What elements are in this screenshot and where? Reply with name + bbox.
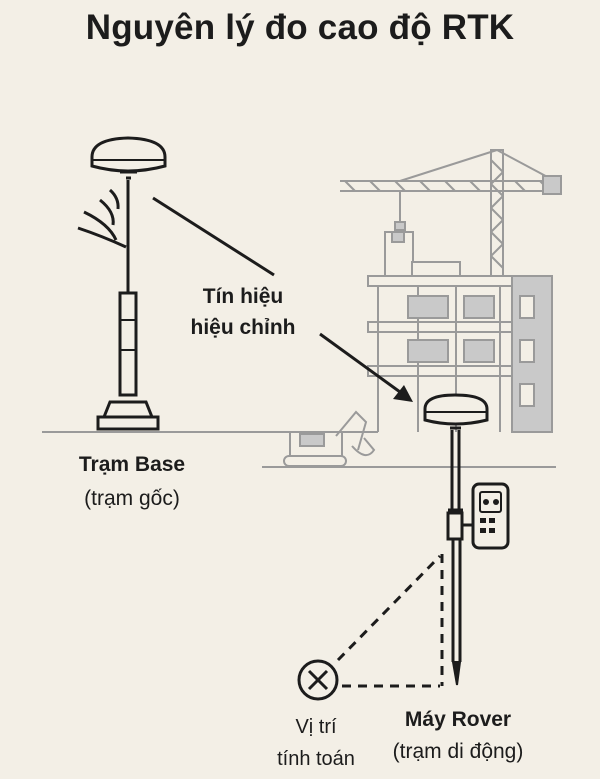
signal-arrowhead [393,385,413,402]
base-antenna-dome [90,136,167,173]
calc-line2: tính toán [277,748,355,770]
excavator-icon [283,410,376,467]
base-stand [101,400,155,419]
rover-name: Máy Rover [404,708,512,731]
signal-label-line1: Tín hiệu [202,285,284,308]
rover-label: Máy Rover (trạm di động) [368,707,548,765]
signal-line-upper [152,196,275,277]
rover-unit [423,393,510,686]
base-station [77,136,167,431]
controller-icon [471,482,510,550]
signal-label-line2: hiệu chỉnh [190,316,296,339]
calc-position-label: Vị trí tính toán [256,714,376,772]
calc-line1: Vị trí [295,716,337,738]
construction-site [283,149,562,467]
calculated-position-marker-icon [297,659,339,701]
signal-waves-icon [77,188,127,249]
rover-antenna-dome [423,393,489,426]
base-name: Trạm Base [78,453,186,476]
rover-pole-tip [451,661,462,686]
dashed-hypotenuse [336,554,442,662]
rover-sub: (trạm di động) [392,740,524,763]
base-label: Trạm Base (trạm gốc) [52,452,212,512]
building-under-construction [367,231,553,433]
diagram-title: Nguyên lý đo cao độ RTK [85,8,515,47]
crane-icon [340,149,562,277]
signal-line-lower [319,332,401,394]
base-sub: (trạm gốc) [84,487,180,510]
signal-label: Tín hiệu hiệu chỉnh [178,284,308,341]
base-pole [118,291,138,397]
